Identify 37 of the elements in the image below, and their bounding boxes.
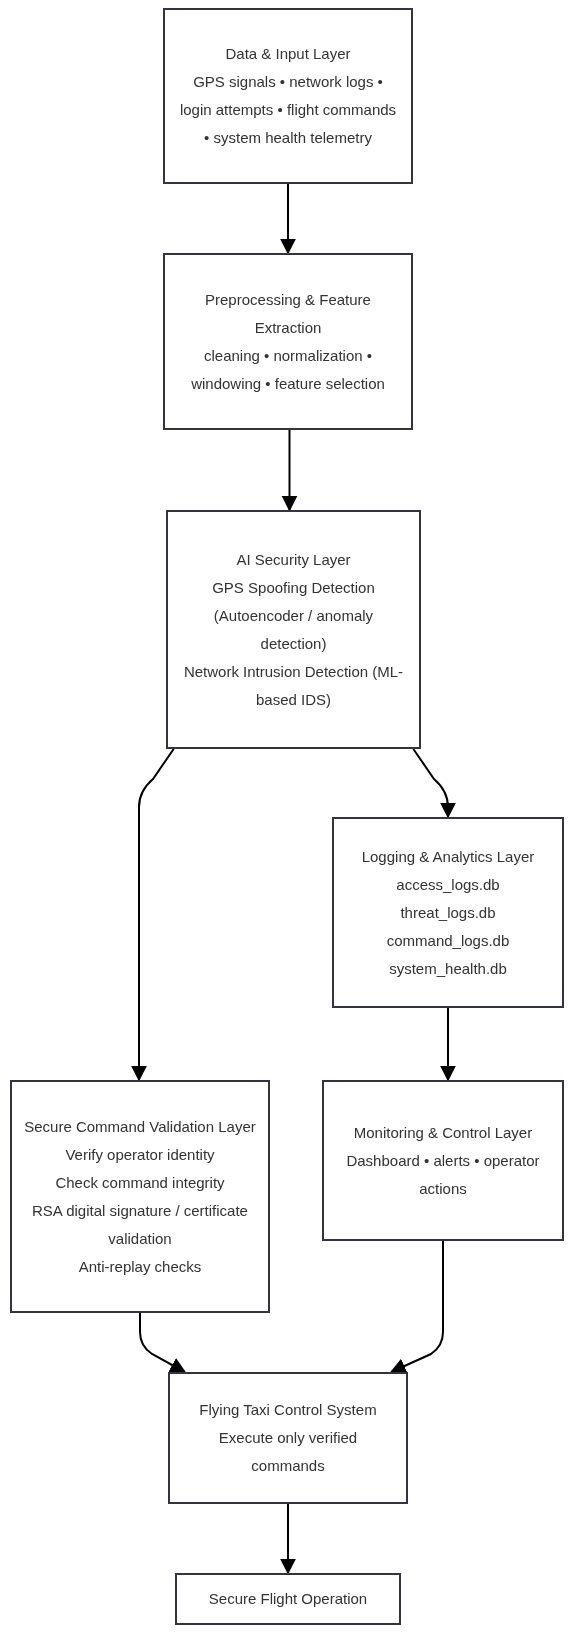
node-text: Anti-replay checks: [78, 1256, 202, 1277]
node-text: GPS signals • network logs • login attempts • flight commands • system health telemetry: [178, 72, 398, 148]
arrow: [280, 1503, 296, 1575]
node-title: Monitoring & Control Layer: [353, 1122, 533, 1143]
arrow: [131, 748, 175, 1082]
process-box: [166, 510, 421, 749]
arrow: [412, 748, 456, 819]
process-box: [163, 8, 413, 184]
process-box: [168, 1372, 408, 1504]
node-text: Network Intrusion Detection (ML-based IDS): [182, 661, 405, 710]
node-text: access_logs.db: [396, 874, 500, 895]
arrow: [281, 429, 298, 512]
node-text: Verify operator identity: [65, 1144, 215, 1165]
node-text: Check command integrity: [55, 1172, 225, 1193]
node-text: Dashboard • alerts • operator actions: [345, 1150, 541, 1199]
process-box: [332, 817, 564, 1008]
process-box: [10, 1080, 270, 1313]
arrow: [280, 183, 296, 255]
node-title: Data & Input Layer: [225, 44, 351, 64]
node-title: Logging & Analytics Layer: [361, 846, 535, 867]
process-box: [163, 253, 413, 430]
process-box: [322, 1080, 564, 1241]
node-text: GPS Spoofing Detection (Autoencoder / anomaly detection): [211, 577, 376, 654]
arrow: [440, 1007, 456, 1082]
process-box: [175, 1573, 401, 1625]
node-text: Execute only verified commands: [217, 1428, 359, 1476]
arrow: [139, 1312, 187, 1373]
node-text: threat_logs.db: [400, 902, 496, 923]
node-text: system_health.db: [389, 958, 507, 979]
node-title: Secure Command Validation Layer: [24, 1116, 256, 1137]
node-text: command_logs.db: [386, 930, 510, 951]
node-title: Flying Taxi Control System: [199, 1400, 377, 1420]
arrow: [389, 1240, 444, 1374]
node-title: AI Security Layer: [236, 549, 351, 570]
node-title: Secure Flight Operation: [208, 1589, 368, 1609]
node-text: cleaning • normalization • windowing • feature selection: [190, 345, 386, 394]
node-text: RSA digital signature / certificate validation: [31, 1200, 249, 1249]
